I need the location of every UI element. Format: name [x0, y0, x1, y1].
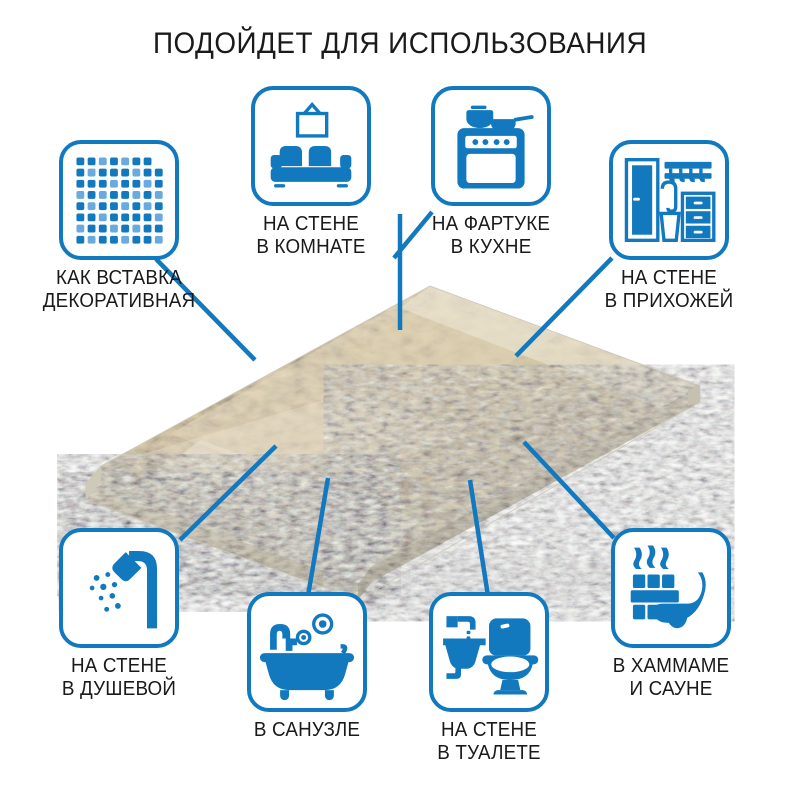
- connector-shower: [178, 444, 278, 542]
- feature-caption-room: НА СТЕНЕ В КОМНАТЕ: [231, 213, 391, 259]
- caption-line-1: НА ФАРТУКЕ: [431, 213, 551, 235]
- caption-line-2: ДЕКОРАТИВНАЯ: [42, 290, 196, 312]
- feature-toilet[interactable]: НА СТЕНЕ В ТУАЛЕТЕ: [404, 592, 574, 765]
- caption-line-1: НА СТЕНЕ: [441, 719, 537, 741]
- feature-caption-shower: НА СТЕНЕ В ДУШЕВОЙ: [39, 655, 199, 701]
- sofa-with-picture-icon: [270, 102, 352, 188]
- hallway-door-wardrobe-icon: [624, 158, 716, 242]
- sauna-heater-ladle-icon: [630, 545, 706, 629]
- feature-card-hallway[interactable]: [609, 140, 729, 260]
- bathtub-icon: [259, 613, 355, 701]
- feature-card-toilet[interactable]: [429, 592, 549, 712]
- feature-caption-toilet: НА СТЕНЕ В ТУАЛЕТЕ: [409, 719, 569, 765]
- feature-bathroom[interactable]: В САНУЗЛЕ: [222, 592, 392, 742]
- stove-with-pot-icon: [457, 105, 534, 189]
- caption-line-1: КАК ВСТАВКА: [55, 267, 183, 289]
- feature-kitchen[interactable]: НА ФАРТУКЕ В КУХНЕ: [406, 86, 576, 259]
- caption-line-2: И САУНЕ: [629, 678, 713, 700]
- feature-card-mosaic[interactable]: [59, 140, 179, 260]
- feature-caption-bathroom: В САНУЗЛЕ: [227, 719, 387, 742]
- caption-line-1: В САНУЗЛЕ: [253, 719, 361, 741]
- feature-caption-mosaic: КАК ВСТАВКА ДЕКОРАТИВНАЯ: [39, 267, 199, 313]
- feature-caption-sauna: В ХАММАМЕ И САУНЕ: [591, 655, 751, 701]
- feature-mosaic[interactable]: КАК ВСТАВКА ДЕКОРАТИВНАЯ: [34, 140, 204, 313]
- mosaic-pattern-icon: [76, 157, 163, 244]
- feature-card-room[interactable]: [251, 86, 371, 206]
- feature-caption-kitchen: НА ФАРТУКЕ В КУХНЕ: [411, 213, 571, 259]
- caption-line-2: В ПРИХОЖЕЙ: [604, 290, 734, 312]
- feature-sauna[interactable]: В ХАММАМЕ И САУНЕ: [586, 528, 756, 701]
- caption-line-1: В ХАММАМЕ: [612, 655, 730, 677]
- toilet-and-sink-icon: [443, 616, 539, 695]
- connector-bathroom: [305, 477, 331, 597]
- caption-line-2: В КУХНЕ: [450, 236, 532, 258]
- caption-line-2: В КОМНАТЕ: [256, 236, 366, 258]
- page-title: ПОДОЙДЕТ ДЛЯ ИСПОЛЬЗОВАНИЯ: [152, 27, 648, 60]
- connector-sauna: [522, 440, 616, 540]
- feature-shower[interactable]: НА СТЕНЕ В ДУШЕВОЙ: [34, 528, 204, 701]
- feature-caption-hallway: НА СТЕНЕ В ПРИХОЖЕЙ: [589, 267, 749, 313]
- connector-toilet: [467, 479, 491, 597]
- shower-head-icon: [89, 551, 158, 629]
- feature-card-sauna[interactable]: [611, 528, 731, 648]
- caption-line-1: НА СТЕНЕ: [263, 213, 359, 235]
- caption-line-2: В ДУШЕВОЙ: [61, 678, 177, 700]
- feature-hallway[interactable]: НА СТЕНЕ В ПРИХОЖЕЙ: [584, 140, 754, 313]
- caption-line-1: НА СТЕНЕ: [621, 267, 717, 289]
- caption-line-1: НА СТЕНЕ: [71, 655, 167, 677]
- feature-card-kitchen: [431, 86, 551, 206]
- feature-room[interactable]: НА СТЕНЕ В КОМНАТЕ: [226, 86, 396, 259]
- caption-line-2: В ТУАЛЕТЕ: [437, 742, 541, 764]
- feature-card-bathroom[interactable]: [247, 592, 367, 712]
- tile-top-surface: [101, 286, 700, 566]
- feature-card-shower[interactable]: [59, 528, 179, 648]
